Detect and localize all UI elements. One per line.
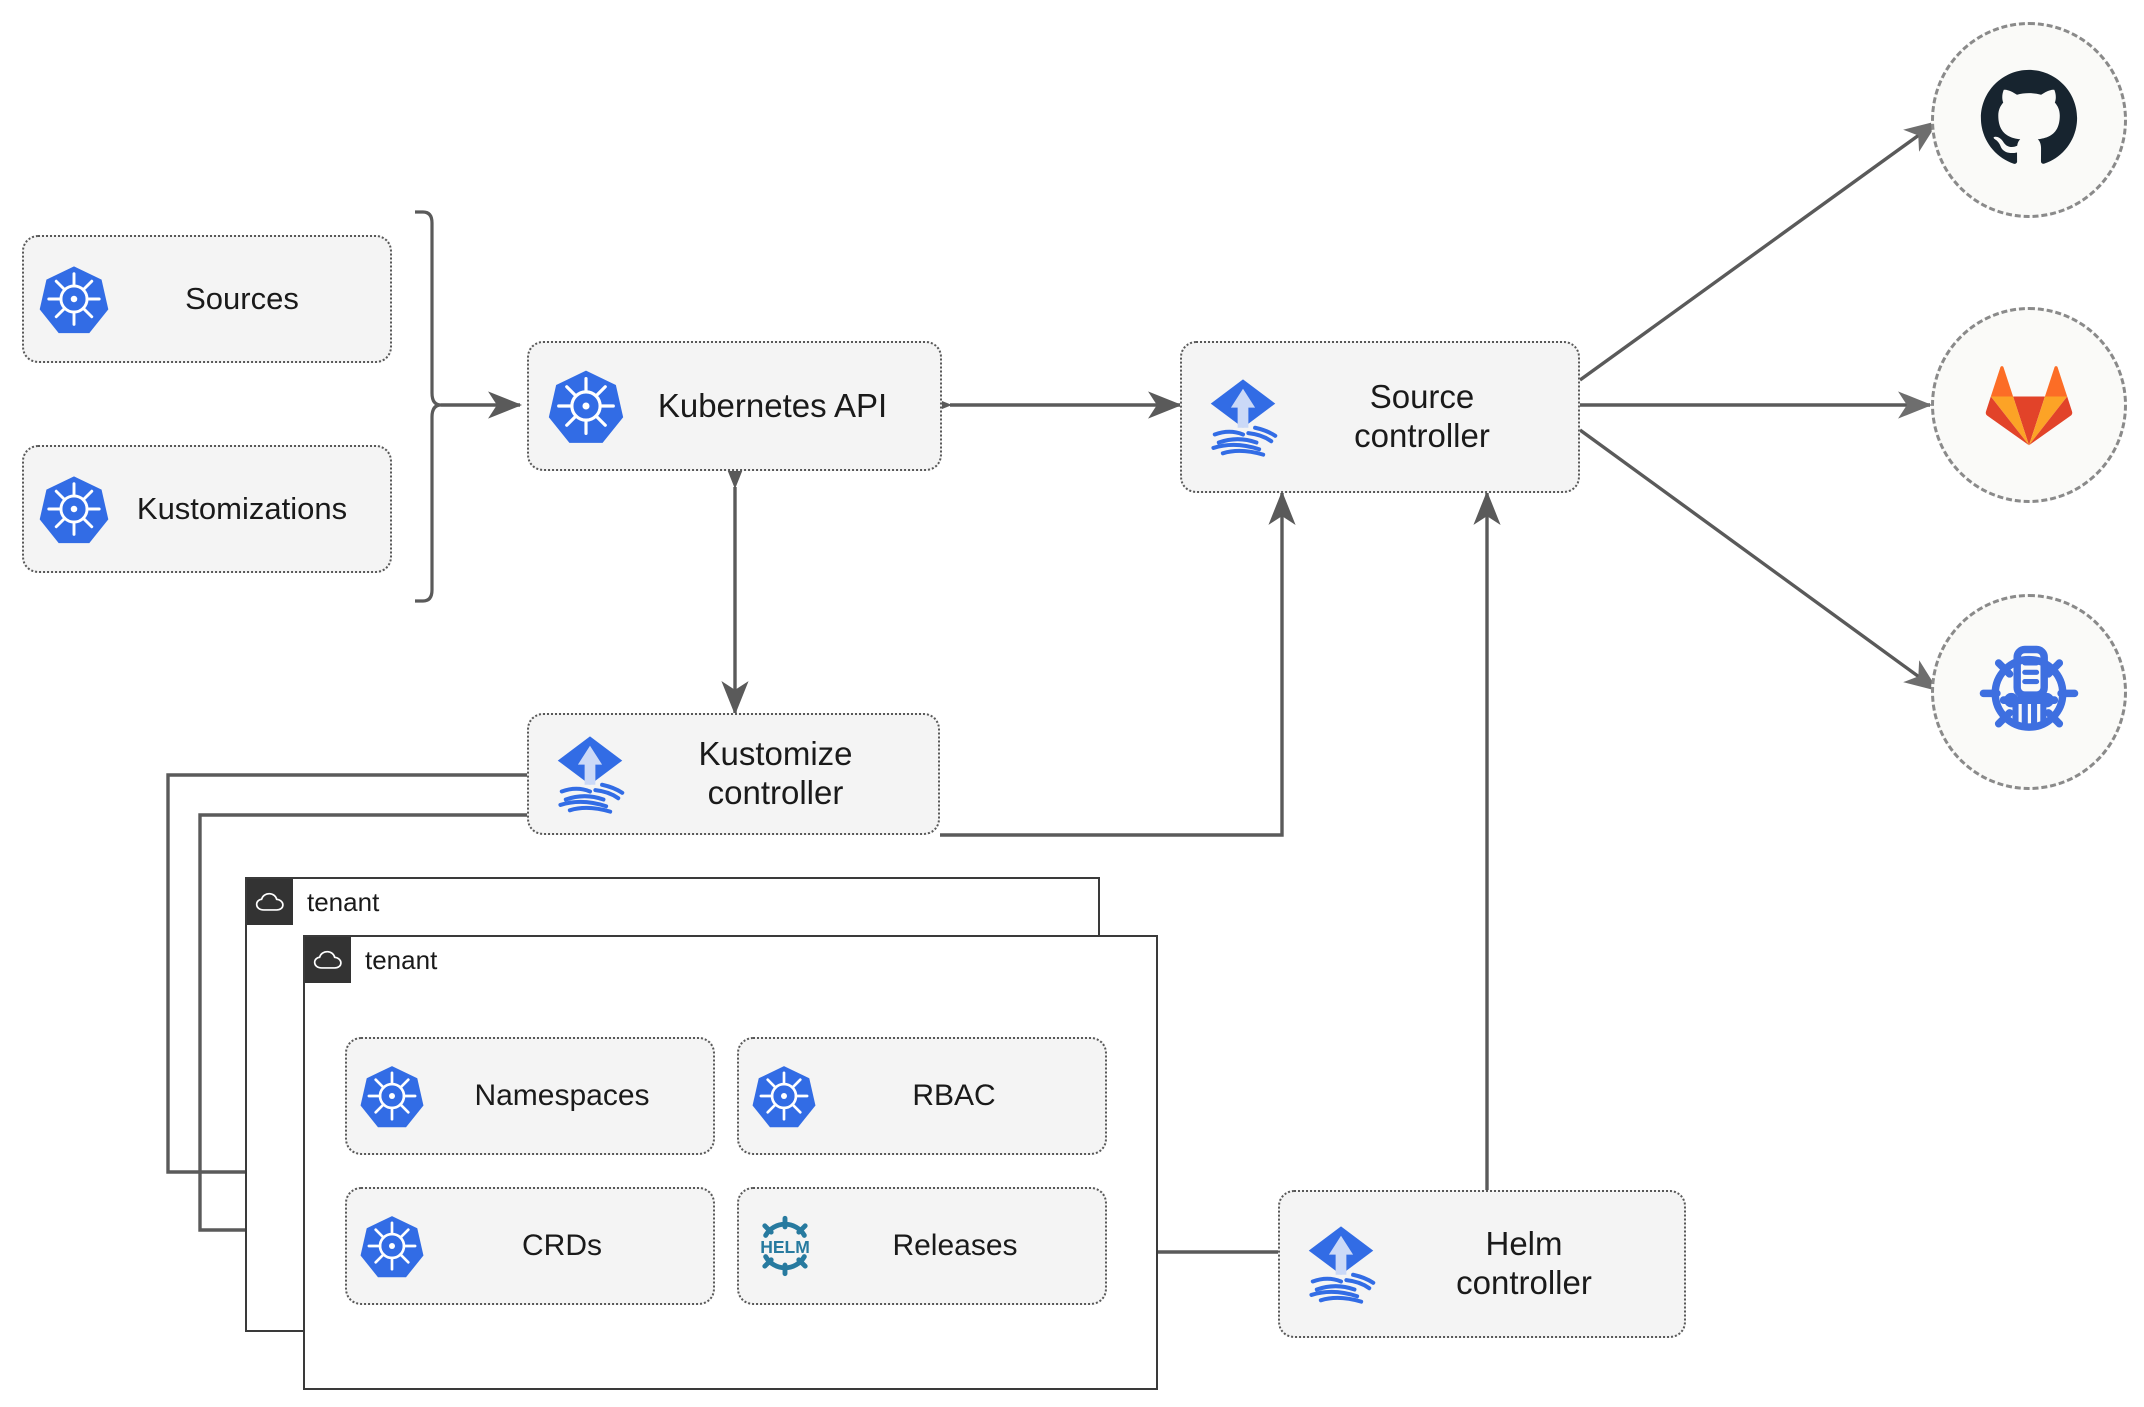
tenant-panel-front[interactable]: tenant — [303, 935, 1158, 1390]
gitlab-icon — [1977, 351, 2081, 460]
external-node-github[interactable] — [1931, 22, 2127, 218]
edge-resources-brace — [415, 210, 442, 603]
flux-icon — [1200, 374, 1286, 460]
node-label: Kubernetes API — [657, 386, 888, 424]
cloud-icon — [305, 937, 351, 983]
edge-source-to-github — [1579, 120, 1939, 382]
resource-label: Kustomizations — [136, 490, 348, 526]
kubernetes-icon — [359, 1063, 425, 1129]
node-kubernetes-api[interactable]: Kubernetes API — [527, 341, 942, 471]
node-kustomize-controller[interactable]: Kustomize controller — [527, 713, 940, 835]
helm-icon: HELM — [751, 1212, 819, 1280]
node-label: Helm controller — [1456, 1225, 1592, 1301]
tenant-tab: tenant — [247, 879, 379, 925]
kubernetes-icon — [38, 473, 110, 545]
helm-chart-repository-icon — [1975, 636, 2083, 749]
kubernetes-icon — [38, 263, 110, 335]
cloud-icon — [247, 879, 293, 925]
node-label: Kustomize controller — [698, 735, 853, 811]
tenant-resource-crds[interactable]: CRDs — [345, 1187, 715, 1305]
flux-icon — [547, 731, 633, 817]
resource-card-sources[interactable]: Sources — [22, 235, 392, 363]
external-node-registry[interactable] — [1931, 594, 2127, 790]
edge-source-to-registry — [1578, 428, 1939, 692]
resource-label: Sources — [185, 280, 299, 316]
tenant-resource-releases[interactable]: HELM Releases — [737, 1187, 1107, 1305]
tenant-resource-label: Releases — [892, 1229, 1018, 1263]
tenant-resource-label: CRDs — [522, 1229, 602, 1263]
tenant-resource-rbac[interactable]: RBAC — [737, 1037, 1107, 1155]
kubernetes-icon — [359, 1213, 425, 1279]
tenant-resource-namespaces[interactable]: Namespaces — [345, 1037, 715, 1155]
flux-icon — [1298, 1221, 1384, 1307]
node-source-controller[interactable]: Source controller — [1180, 341, 1580, 493]
kubernetes-icon — [751, 1063, 817, 1129]
tenant-resource-label: RBAC — [912, 1079, 996, 1113]
tenant-tab: tenant — [305, 937, 437, 983]
tenant-label: tenant — [307, 886, 380, 917]
svg-text:HELM: HELM — [760, 1237, 810, 1257]
tenant-resource-label: Namespaces — [474, 1079, 650, 1113]
external-node-gitlab[interactable] — [1931, 307, 2127, 503]
resource-card-kustomizations[interactable]: Kustomizations — [22, 445, 392, 573]
github-icon — [1975, 64, 2083, 177]
tenant-label: tenant — [365, 944, 438, 975]
edge-kustomize-to-source-controller — [940, 490, 1296, 837]
node-label: Source controller — [1354, 378, 1490, 454]
node-helm-controller[interactable]: Helm controller — [1278, 1190, 1686, 1338]
kubernetes-icon — [547, 367, 625, 445]
